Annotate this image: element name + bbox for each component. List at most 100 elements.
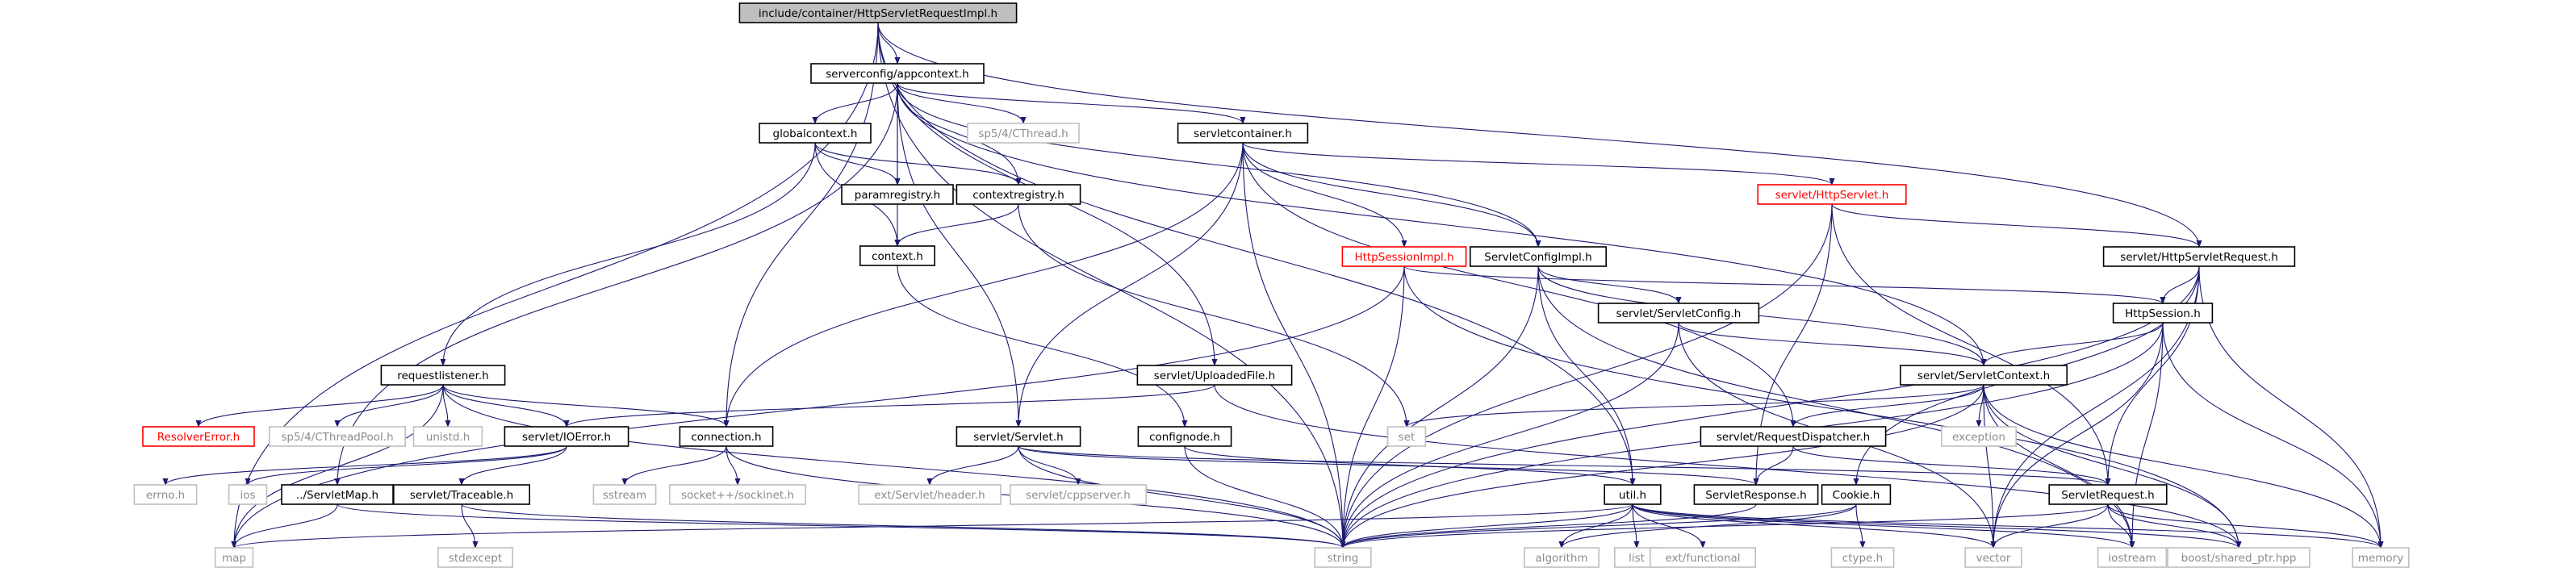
edge-requestlistener-to-resolvererror — [195, 384, 444, 428]
node-box-sharedptr — [2167, 547, 2310, 568]
edge-requestdispatcher-to-servletrequest — [1792, 445, 2111, 486]
node-label-httpsession: HttpSession.h — [2125, 307, 2201, 320]
node-paramregistry[interactable]: paramregistry.h — [841, 184, 954, 205]
node-ios: ios — [228, 484, 268, 505]
node-label-appcontext: serverconfig/appcontext.h — [826, 68, 968, 81]
node-httpsession[interactable]: HttpSession.h — [2112, 303, 2214, 324]
node-servletcontainer[interactable]: servletcontainer.h — [1177, 123, 1309, 144]
node-requestlistener[interactable]: requestlistener.h — [380, 365, 506, 386]
node-servletconfig[interactable]: servlet/ServletConfig.h — [1597, 303, 1760, 324]
node-box-servletresponse — [1693, 484, 1819, 505]
node-httpservletrequest[interactable]: servlet/HttpServletRequest.h — [2102, 246, 2296, 267]
node-box-httpsessionimpl — [1341, 246, 1467, 267]
node-uploadedfile[interactable]: servlet/UploadedFile.h — [1136, 365, 1293, 386]
edge-root-to-string — [877, 22, 1346, 549]
node-servletresponse[interactable]: ServletResponse.h — [1693, 484, 1819, 505]
node-traceable[interactable]: servlet/Traceable.h — [392, 484, 530, 505]
node-label-requestlistener: requestlistener.h — [397, 370, 488, 382]
edge-root-to-util — [877, 22, 1636, 486]
node-context[interactable]: context.h — [859, 245, 936, 266]
edge-requestdispatcher-to-servletresponse — [1753, 445, 1794, 486]
node-memory: memory — [2352, 547, 2410, 568]
node-label-context: context.h — [872, 250, 923, 263]
node-servletconfigimpl[interactable]: ServletConfigImpl.h — [1470, 246, 1608, 267]
node-label-paramregistry: paramregistry.h — [855, 189, 940, 202]
node-box-util — [1604, 484, 1662, 505]
node-httpservlet[interactable]: servlet/HttpServlet.h — [1757, 184, 1907, 205]
node-cookie[interactable]: Cookie.h — [1821, 484, 1892, 505]
node-box-servlet — [956, 426, 1081, 447]
node-box-servletcontainer — [1177, 123, 1309, 144]
edge-util-to-sharedptr — [1632, 503, 2242, 549]
node-servletcontext[interactable]: servlet/ServletContext.h — [1900, 365, 2068, 386]
node-appcontext[interactable]: serverconfig/appcontext.h — [810, 63, 985, 84]
edge-uploadedfile-to-ioerror — [563, 384, 1215, 428]
node-box-ctype — [1830, 547, 1895, 568]
node-box-unistd — [412, 426, 483, 447]
node-label-unistd: unistd.h — [426, 431, 470, 444]
node-label-uploadedfile: servlet/UploadedFile.h — [1154, 370, 1275, 382]
node-label-ios: ios — [240, 489, 255, 502]
node-root[interactable]: include/container/HttpServletRequestImpl… — [738, 2, 1018, 23]
node-iostream: iostream — [2097, 547, 2168, 568]
node-box-servletcontext — [1900, 365, 2068, 386]
edge-globalcontext-to-requestlistener — [440, 142, 816, 366]
node-resolvererror[interactable]: ResolverError.h — [142, 426, 255, 447]
node-box-ext_header — [858, 484, 1002, 505]
node-servlet[interactable]: servlet/Servlet.h — [956, 426, 1081, 447]
edge-servletcontainer-to-requestdispatcher — [1242, 142, 1796, 428]
node-label-httpsessionimpl: HttpSessionImpl.h — [1354, 251, 1453, 264]
edge-cookie-to-ctype — [1855, 503, 1866, 549]
node-box-cppserver — [1010, 484, 1148, 505]
node-box-map — [214, 547, 254, 568]
node-label-cookie: Cookie.h — [1833, 489, 1880, 502]
node-functional: ext/functional — [1650, 547, 1757, 568]
edge-servletrequest-to-sharedptr — [2107, 503, 2242, 549]
node-box-root — [738, 2, 1018, 23]
node-label-servletcontainer: servletcontainer.h — [1194, 127, 1292, 140]
node-confignode[interactable]: confignode.h — [1137, 426, 1232, 447]
edge-servletrequest-to-string — [1340, 503, 2109, 549]
edge-servletcontext-to-vector — [1983, 384, 1997, 549]
node-label-servletcontext: servlet/ServletContext.h — [1917, 370, 2050, 382]
node-servletrequest[interactable]: ServletRequest.h — [2048, 484, 2168, 505]
node-connection[interactable]: connection.h — [679, 426, 774, 447]
node-box-functional — [1650, 547, 1757, 568]
node-map: map — [214, 547, 254, 568]
node-label-servletconfigimpl: ServletConfigImpl.h — [1484, 251, 1591, 264]
node-ioerror[interactable]: servlet/IOError.h — [504, 426, 629, 447]
node-box-exception — [1941, 426, 2018, 447]
node-label-list: list — [1629, 552, 1645, 565]
edge-connection-to-sstream — [621, 445, 727, 486]
node-label-set: set — [1399, 431, 1416, 444]
node-box-requestlistener — [380, 365, 506, 386]
node-contextregistry[interactable]: contextregistry.h — [956, 184, 1081, 205]
node-globalcontext[interactable]: globalcontext.h — [759, 123, 872, 144]
edge-servletconfigimpl-to-servletcontext — [1537, 265, 1987, 366]
node-requestdispatcher[interactable]: servlet/RequestDispatcher.h — [1700, 426, 1887, 447]
node-box-context — [859, 245, 936, 266]
node-label-servletresponse: ServletResponse.h — [1705, 489, 1806, 502]
edge-globalcontext-to-contextregistry — [814, 142, 1022, 186]
edge-util-to-string — [1340, 503, 1633, 549]
node-set: set — [1386, 426, 1427, 447]
edge-globalcontext-to-paramregistry — [814, 142, 901, 186]
node-httpsessionimpl[interactable]: HttpSessionImpl.h — [1341, 246, 1467, 267]
edge-appcontext-to-servletcontainer — [897, 82, 1246, 124]
node-label-memory: memory — [2358, 552, 2403, 565]
node-box-uploadedfile — [1136, 365, 1293, 386]
node-box-sp_cthreadpool — [268, 426, 406, 447]
node-servletmap[interactable]: ../ServletMap.h — [281, 484, 394, 505]
node-label-cppserver: servlet/cppserver.h — [1026, 489, 1131, 502]
edge-httpservletrequest-to-memory — [2198, 265, 2384, 549]
edge-confignode-to-string — [1184, 445, 1346, 549]
edge-util-to-map — [231, 503, 1633, 549]
edge-appcontext-to-servlet — [897, 82, 1022, 428]
edge-util-to-functional — [1632, 503, 1706, 549]
edge-httpsessionimpl-to-string — [1340, 265, 1405, 549]
edge-servletconfigimpl-to-servletconfig — [1537, 265, 1682, 304]
node-label-resolvererror: ResolverError.h — [157, 431, 240, 444]
node-algorithm: algorithm — [1524, 547, 1600, 568]
node-util[interactable]: util.h — [1604, 484, 1662, 505]
edge-root-to-appcontext — [877, 22, 901, 65]
